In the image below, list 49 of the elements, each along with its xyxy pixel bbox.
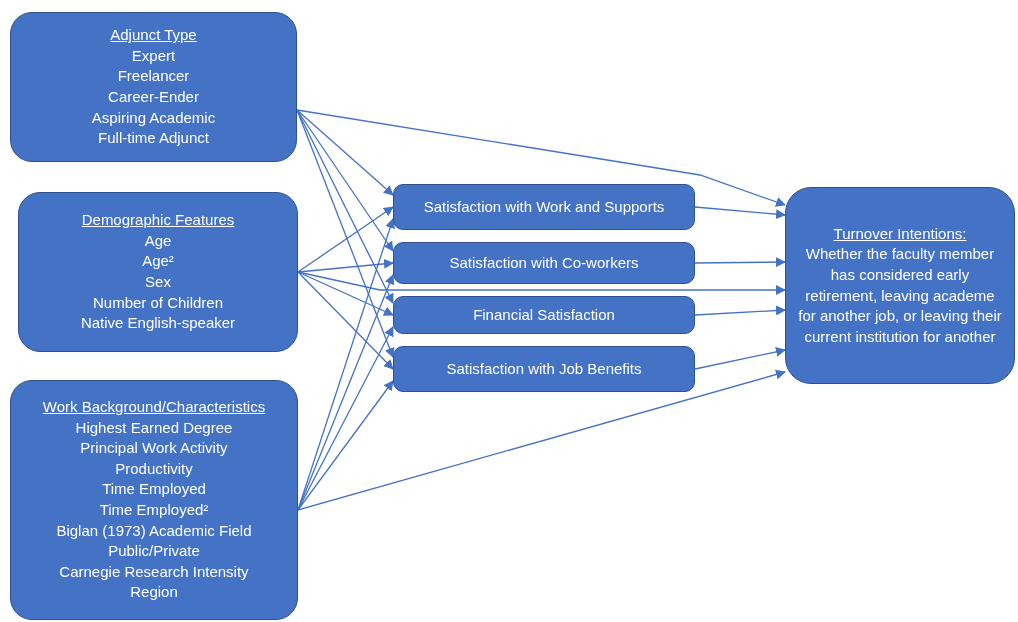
box-heading: Adjunct Type xyxy=(110,25,197,46)
arrow xyxy=(694,257,786,268)
arrow xyxy=(297,258,394,273)
list-item: Age xyxy=(144,230,172,251)
arrow xyxy=(297,380,394,511)
list-item: Carnegie Research Intensity xyxy=(59,561,249,582)
arrow xyxy=(297,369,786,511)
list-item: Age² xyxy=(142,251,174,272)
list-item: Native English-speaker xyxy=(80,313,236,334)
list-item: Freelancer xyxy=(117,66,190,87)
list-item: Aspiring Academic xyxy=(91,107,216,128)
list-item: Productivity xyxy=(115,458,193,479)
mediator-box xyxy=(393,296,695,334)
factor-box xyxy=(18,192,298,352)
mediator-box xyxy=(393,184,695,230)
factor-box xyxy=(10,12,297,162)
box-heading: Turnover Intentions: xyxy=(833,223,967,244)
box-label: Financial Satisfaction xyxy=(473,304,615,325)
arrow xyxy=(694,206,786,220)
arrow xyxy=(296,109,786,207)
list-item: Full-time Adjunct xyxy=(98,128,209,149)
arrow xyxy=(694,346,786,370)
box-label: Satisfaction with Co-workers xyxy=(449,252,639,273)
box-label: Satisfaction with Job Benefits xyxy=(446,358,642,379)
arrow xyxy=(297,271,394,316)
mediator-box xyxy=(393,346,695,392)
list-item: Expert xyxy=(131,45,176,66)
list-item: Time Employed xyxy=(102,479,206,500)
list-item: Public/Private xyxy=(108,541,200,562)
list-item: Biglan (1973) Academic Field xyxy=(56,520,252,541)
factor-box xyxy=(10,380,298,620)
description-text: Whether the faculty member has considered early retirement, leaving academe for another job, or leaving their current institution for another xyxy=(797,244,1003,347)
box-heading: Work Background/Characteristics xyxy=(42,397,266,418)
arrow xyxy=(297,271,394,370)
box-label: Satisfaction with Work and Supports xyxy=(423,196,665,217)
list-item: Sex xyxy=(145,272,171,292)
outcome-box xyxy=(785,187,1015,384)
arrow xyxy=(694,305,786,316)
list-item: Region xyxy=(130,582,178,603)
list-item: Principal Work Activity xyxy=(80,438,228,459)
arrow xyxy=(297,271,786,295)
list-item: Number of Children xyxy=(92,292,224,313)
mediator-box xyxy=(393,242,695,284)
arrow xyxy=(297,206,394,273)
list-item: Time Employed² xyxy=(99,500,209,520)
box-heading: Demographic Features xyxy=(81,210,235,231)
list-item: Career-Ender xyxy=(108,87,199,107)
list-item: Highest Earned Degree xyxy=(75,417,233,438)
arrow xyxy=(296,109,394,196)
